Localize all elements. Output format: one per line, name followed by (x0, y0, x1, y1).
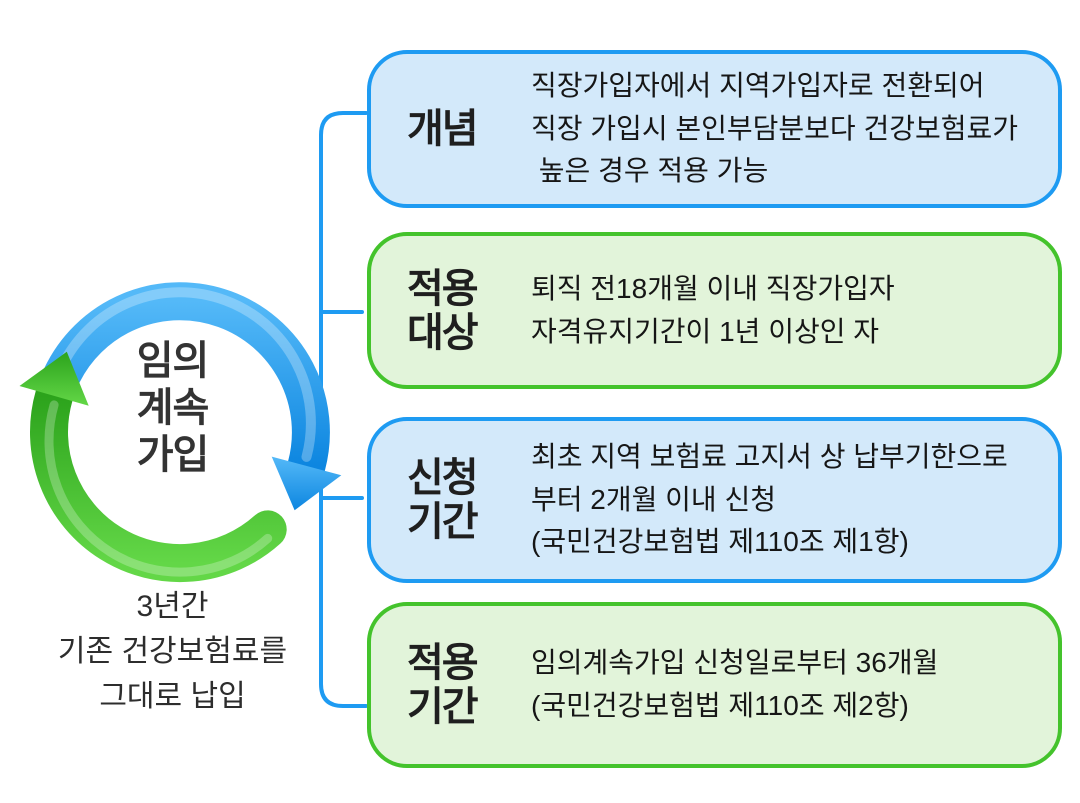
box-label-concept: 개념 (407, 107, 479, 151)
info-box-concept: 개념 직장가입자에서 지역가입자로 전환되어 직장 가입시 본인부담분보다 건강… (367, 50, 1062, 208)
info-box-application-period: 신청 기간 최초 지역 보험료 고지서 상 납부기한으로 부터 2개월 이내 신… (367, 417, 1062, 583)
box-label-application-period: 신청 기간 (407, 456, 479, 544)
box-label-eligibility: 적용 대상 (407, 266, 479, 355)
box-body-coverage-period: 임의계속가입 신청일로부터 36개월 (국민건강보험법 제110조 제2항) (531, 647, 939, 721)
hero-title: 임의 계속 가입 (136, 339, 210, 477)
hero-caption: 3년간 기존 건강보험료를 그대로 납입 (57, 590, 288, 713)
box-label-coverage-period: 적용 기간 (407, 641, 479, 729)
info-box-eligibility: 적용 대상 퇴직 전18개월 이내 직장가입자 자격유지기간이 1년 이상인 자 (367, 232, 1062, 389)
info-box-coverage-period: 적용 기간 임의계속가입 신청일로부터 36개월 (국민건강보험법 제110조 … (367, 602, 1062, 768)
box-body-application-period: 최초 지역 보험료 고지서 상 납부기한으로 부터 2개월 이내 신청 (국민건… (531, 441, 1008, 558)
cycle-arrows-icon (19, 282, 342, 583)
box-body-concept: 직장가입자에서 지역가입자로 전환되어 직장 가입시 본인부담분보다 건강보험료… (531, 70, 1019, 187)
box-body-eligibility: 퇴직 전18개월 이내 직장가입자 자격유지기간이 1년 이상인 자 (531, 272, 895, 347)
